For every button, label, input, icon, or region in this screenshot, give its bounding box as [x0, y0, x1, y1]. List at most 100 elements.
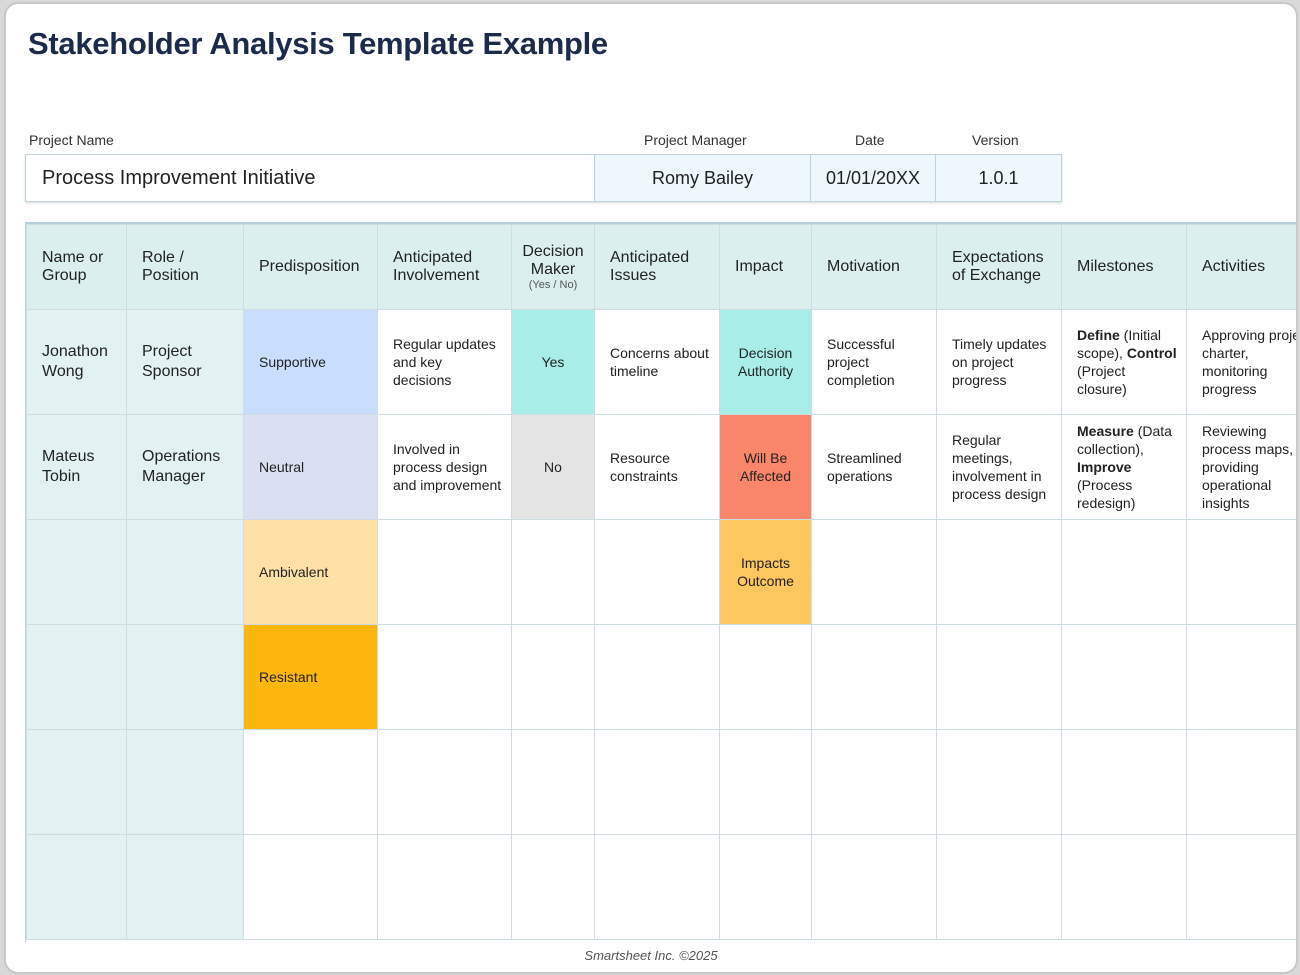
header-decision-maker: Decision Maker (Yes / No) [511, 224, 595, 310]
cell-role[interactable]: Operations Manager [126, 414, 244, 520]
header-milestones: Milestones [1061, 224, 1187, 310]
header-name: Name or Group [26, 224, 127, 310]
cell-milestones[interactable] [1061, 834, 1187, 940]
cell-decision-maker[interactable]: Yes [511, 309, 595, 415]
cell-predisposition[interactable] [243, 729, 378, 835]
cell-expectations[interactable] [936, 729, 1062, 835]
milestone-phase: Define [1077, 327, 1120, 343]
cell-expectations[interactable]: Timely updates on project progress [936, 309, 1062, 415]
date-field[interactable]: 01/01/20XX [811, 155, 936, 201]
cell-name[interactable]: Mateus Tobin [26, 414, 127, 520]
cell-role[interactable]: Project Sponsor [126, 309, 244, 415]
cell-issues[interactable]: Concerns about timeline [594, 309, 720, 415]
cell-milestones[interactable]: Define (Initial scope), Control (Project… [1061, 309, 1187, 415]
cell-activities[interactable] [1186, 834, 1296, 940]
cell-impact[interactable] [719, 729, 812, 835]
cell-issues[interactable]: Resource constraints [594, 414, 720, 520]
table-row: Resistant [26, 624, 1296, 730]
cell-milestones[interactable] [1061, 519, 1187, 625]
cell-decision-maker[interactable] [511, 834, 595, 940]
cell-role[interactable] [126, 729, 244, 835]
cell-issues[interactable] [594, 519, 720, 625]
header-motivation: Motivation [811, 224, 937, 310]
cell-issues[interactable] [594, 729, 720, 835]
cell-decision-maker[interactable] [511, 624, 595, 730]
cell-name[interactable] [26, 834, 127, 940]
cell-motivation[interactable]: Successful project completion [811, 309, 937, 415]
cell-predisposition[interactable] [243, 834, 378, 940]
cell-expectations[interactable]: Regular meetings, involvement in process… [936, 414, 1062, 520]
cell-role[interactable] [126, 519, 244, 625]
cell-involvement[interactable] [377, 624, 512, 730]
cell-expectations[interactable] [936, 519, 1062, 625]
cell-expectations[interactable] [936, 834, 1062, 940]
header-impact: Impact [719, 224, 812, 310]
version-label: Version [972, 132, 1019, 148]
cell-involvement[interactable] [377, 729, 512, 835]
cell-decision-maker[interactable]: No [511, 414, 595, 520]
cell-issues[interactable] [594, 834, 720, 940]
table-row: Ambivalent Impacts Outcome [26, 519, 1296, 625]
cell-decision-maker[interactable] [511, 519, 595, 625]
header-involvement: Anticipated Involvement [377, 224, 512, 310]
cell-involvement[interactable]: Regular updates and key decisions [377, 309, 512, 415]
header-issues: Anticipated Issues [594, 224, 720, 310]
cell-impact[interactable]: Will Be Affected [719, 414, 812, 520]
cell-activities[interactable] [1186, 624, 1296, 730]
cell-motivation[interactable] [811, 624, 937, 730]
cell-milestones[interactable]: Measure (Data collection), Improve (Proc… [1061, 414, 1187, 520]
cell-activities[interactable]: Approving project charter, monitoring pr… [1186, 309, 1296, 415]
version-field[interactable]: 1.0.1 [936, 155, 1061, 201]
header-activities: Activities [1186, 224, 1296, 310]
cell-activities[interactable] [1186, 729, 1296, 835]
cell-activities[interactable] [1186, 519, 1296, 625]
milestone-detail: (Project closure) [1077, 363, 1127, 397]
table-row: Mateus Tobin Operations Manager Neutral … [26, 414, 1296, 520]
cell-predisposition[interactable]: Neutral [243, 414, 378, 520]
cell-predisposition[interactable]: Ambivalent [243, 519, 378, 625]
header-expectations: Expectations of Exchange [936, 224, 1062, 310]
cell-involvement[interactable]: Involved in process design and improveme… [377, 414, 512, 520]
cell-predisposition[interactable]: Resistant [243, 624, 378, 730]
cell-role[interactable] [126, 834, 244, 940]
milestone-detail: (Process redesign) [1077, 477, 1136, 511]
page-title: Stakeholder Analysis Template Example [28, 26, 608, 61]
cell-milestones[interactable] [1061, 729, 1187, 835]
table-header-row: Name or Group Role / Position Predisposi… [26, 224, 1296, 310]
cell-involvement[interactable] [377, 519, 512, 625]
table-row [26, 729, 1296, 835]
cell-impact[interactable]: Impacts Outcome [719, 519, 812, 625]
cell-impact[interactable] [719, 624, 812, 730]
cell-milestones[interactable] [1061, 624, 1187, 730]
cell-name[interactable]: Jonathon Wong [26, 309, 127, 415]
table-row: Jonathon Wong Project Sponsor Supportive… [26, 309, 1296, 415]
cell-decision-maker[interactable] [511, 729, 595, 835]
cell-impact[interactable]: Decision Authority [719, 309, 812, 415]
project-manager-field[interactable]: Romy Bailey [595, 155, 811, 201]
cell-motivation[interactable] [811, 729, 937, 835]
header-role: Role / Position [126, 224, 244, 310]
cell-issues[interactable] [594, 624, 720, 730]
cell-name[interactable] [26, 624, 127, 730]
project-name-field[interactable]: Process Improvement Initiative [26, 155, 595, 201]
cell-motivation[interactable] [811, 519, 937, 625]
table-row [26, 834, 1296, 940]
cell-motivation[interactable] [811, 834, 937, 940]
cell-name[interactable] [26, 729, 127, 835]
cell-motivation[interactable]: Streamlined operations [811, 414, 937, 520]
cell-role[interactable] [126, 624, 244, 730]
cell-name[interactable] [26, 519, 127, 625]
cell-involvement[interactable] [377, 834, 512, 940]
cell-expectations[interactable] [936, 624, 1062, 730]
header-decision-maker-sub: (Yes / No) [528, 278, 578, 291]
cell-predisposition[interactable]: Supportive [243, 309, 378, 415]
stakeholder-table: Name or Group Role / Position Predisposi… [26, 224, 1296, 940]
stakeholder-table-container: Name or Group Role / Position Predisposi… [25, 222, 1296, 942]
project-name-label: Project Name [29, 132, 114, 148]
cell-impact[interactable] [719, 834, 812, 940]
milestone-phase: Control [1126, 345, 1177, 361]
milestone-phase: Improve [1077, 459, 1132, 475]
document-page: Stakeholder Analysis Template Example Pr… [4, 2, 1298, 974]
cell-activities[interactable]: Reviewing process maps, providing operat… [1186, 414, 1296, 520]
header-decision-maker-label: Decision Maker [522, 242, 584, 278]
